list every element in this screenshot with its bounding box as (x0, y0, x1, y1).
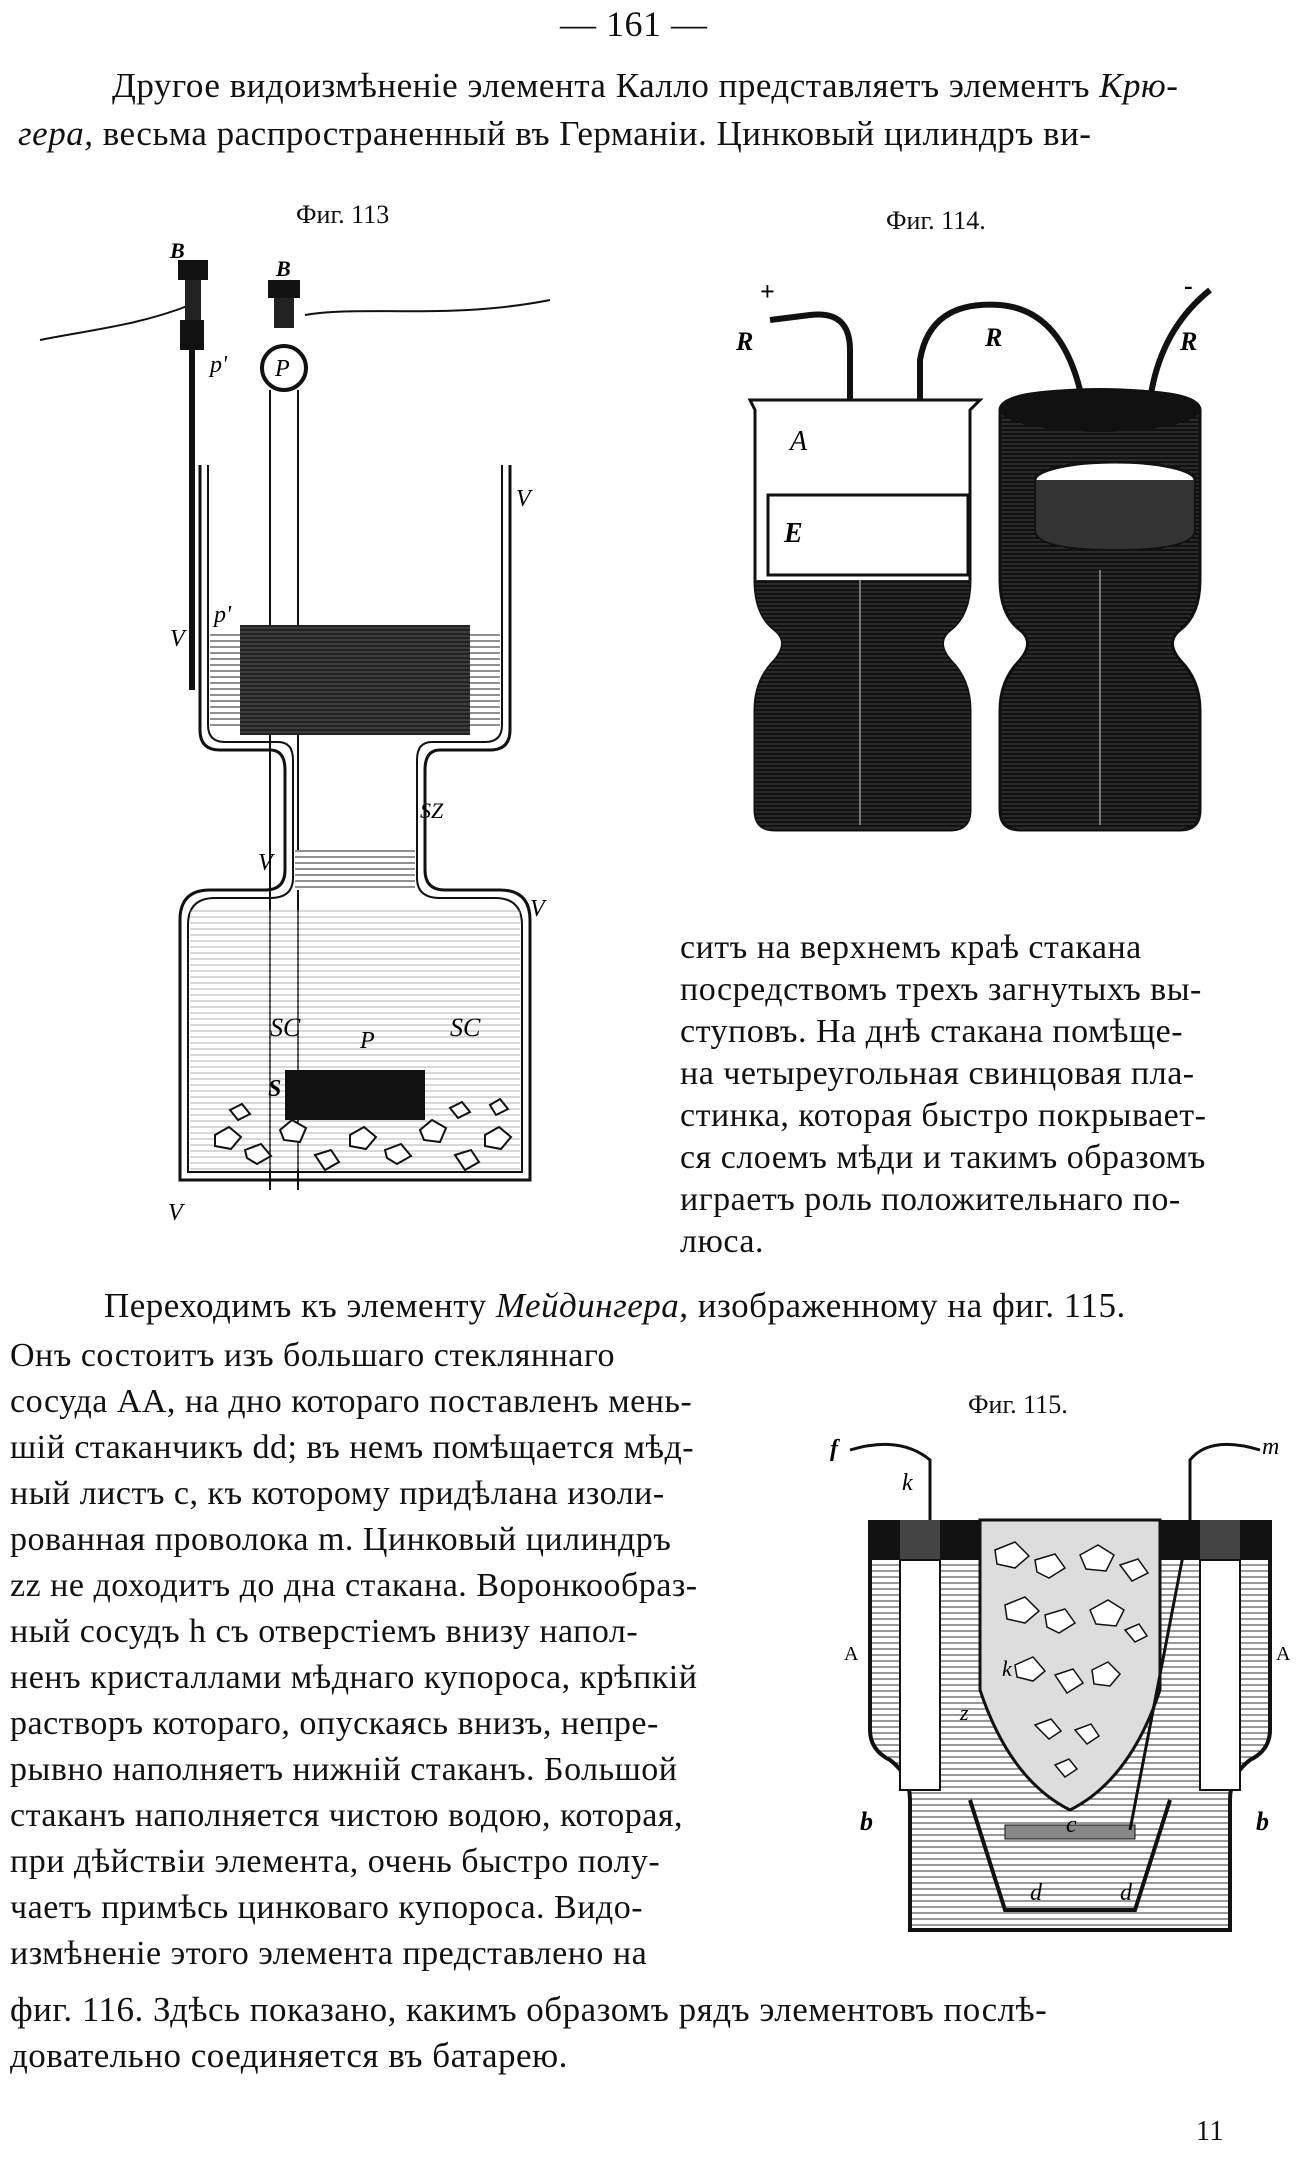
left-line-6: ный сосудъ h съ отверстіемъ внизу напол- (10, 1613, 639, 1650)
left-line-7: ненъ кристаллами мѣднаго купороса, крѣпк… (10, 1659, 698, 1696)
left-line-12: чаетъ примѣсь цинковаго купороса. Видо- (10, 1889, 644, 1926)
fig113-label-v4: V (530, 896, 547, 922)
fig113-label-v5: V (168, 1200, 185, 1226)
side-line-7: люса. (680, 1223, 764, 1260)
p-circle (260, 344, 308, 392)
left-line-11: при дѣйствіи элемента, очень быстро полу… (10, 1843, 661, 1880)
fig115-label-k1: k (902, 1470, 913, 1496)
signature-mark: 11 (1196, 2116, 1224, 2147)
fig113-label-p-mid: p' (212, 602, 232, 628)
bottom-line-0: фиг. 116. Здѣсь показано, какимъ образом… (10, 1990, 1048, 2029)
fig115-label-c: c (1066, 1812, 1077, 1838)
fig113-label-sz: SZ (420, 798, 444, 823)
left-line-8: растворъ котораго, опускаясь внизъ, непр… (10, 1705, 659, 1742)
vessel-outline (178, 465, 532, 1182)
fig115-label-z: z (959, 1700, 969, 1725)
fig114-caption: Фиг. 114. (886, 206, 986, 235)
wire-b (917, 301, 1083, 420)
side-line-3: на четыреугольная свинцовая пла- (680, 1055, 1195, 1092)
left-line-10: стаканъ наполняется чистою водою, котора… (10, 1797, 684, 1834)
fig113-label-p-top: p' (208, 352, 228, 378)
fig113-label-sc2: SC (450, 1013, 481, 1042)
left-line-0: Онъ состоитъ изъ большаго стекляннаго (10, 1337, 615, 1374)
terminal-left (178, 260, 208, 280)
fig114-label-r3: R (1179, 327, 1197, 356)
fig114-label-r2: R (984, 323, 1002, 352)
fig113-label-v2: V (170, 626, 187, 652)
fig114-label-minus: - (1184, 271, 1193, 300)
intro-text-2: весьма распространенный въ Германіи. Цин… (93, 114, 1092, 153)
fig113-label-p-low: P (359, 1028, 375, 1054)
fig115-label-k2: k (1002, 1656, 1013, 1681)
meidinger-line: Переходимъ къ элементу Мейдингера, изобр… (104, 1286, 1126, 1326)
intro-line-2: гера, весьма распространенный въ Германі… (18, 114, 1091, 154)
inner-glass (968, 1799, 1172, 1912)
fig115-caption: Фиг. 115. (968, 1390, 1068, 1419)
side-line-6: играетъ роль положительнаго по- (680, 1181, 1181, 1218)
side-line-5: ся слоемъ мѣди и такимъ образомъ (680, 1139, 1206, 1176)
side-line-2: ступовъ. На днѣ стакана помѣще- (680, 1013, 1184, 1050)
side-line-1: посредствомъ трехъ загнутыхъ вы- (680, 971, 1202, 1008)
fig113-label-s: S (268, 1076, 281, 1102)
fig114-label-a: A (788, 426, 808, 457)
left-line-1: сосуда АА, на дно котораго поставленъ ме… (10, 1383, 693, 1420)
wire-c (1147, 287, 1212, 401)
zinc-cylinder (899, 1559, 941, 1791)
fig115-label-d2: d (1120, 1880, 1133, 1906)
intro-name-1: Крю- (1099, 66, 1179, 105)
left-line-3: ный листъ c, къ которому придѣлана изоли… (10, 1475, 665, 1512)
meidinger-text-a: Переходимъ къ элементу (104, 1286, 496, 1325)
copper-sheet (1004, 1824, 1136, 1840)
e-plate (766, 493, 970, 577)
left-line-2: шій стаканчикъ dd; въ немъ помѣщается мѣ… (10, 1429, 695, 1466)
lead-plate (285, 1070, 425, 1120)
fig115-label-b2: b (1256, 1807, 1269, 1836)
fig114-label-e: E (783, 518, 803, 549)
fig115-label-f: f (830, 1436, 840, 1462)
figure-114: + - R R R A E (735, 271, 1212, 832)
side-line-0: ситъ на верхнемъ краѣ стакана (680, 929, 1142, 966)
intro-text-1: Другое видоизмѣненіе элемента Калло пред… (112, 66, 1100, 105)
fig115-label-m: m (1262, 1434, 1279, 1460)
crystals (214, 1097, 513, 1172)
wire-a (769, 311, 853, 450)
crystals-115 (994, 1541, 1150, 1778)
fig114-label-plus: + (760, 277, 775, 306)
wire-right (304, 299, 551, 316)
funnel-h (978, 1518, 1162, 1812)
intro-name-2: гера, (18, 114, 94, 153)
meidinger-name: Мейдингера, (495, 1286, 689, 1325)
left-line-9: рывно наполняетъ нижній стаканъ. Большой (10, 1751, 678, 1788)
figure-113: B B p' P V V p' V V SZ SC P SC S V (39, 238, 551, 1226)
fig113-label-b2: B (275, 256, 291, 281)
figure-115: f m k A A k z b c b d d (830, 1434, 1290, 1932)
meidinger-text-b: изображенному на фиг. 115. (688, 1286, 1126, 1325)
fig115-label-d1: d (1030, 1880, 1043, 1906)
left-line-5: zz не доходитъ до дна стакана. Воронкооб… (10, 1567, 698, 1604)
wire-m (1188, 1442, 1261, 1530)
fig115-label-b1: b (860, 1807, 873, 1836)
fig115-label-a1: A (844, 1643, 859, 1665)
fig113-label-v3: V (258, 850, 275, 876)
fig114-label-r1: R (735, 327, 753, 356)
fig113-caption: Фиг. 113 (296, 200, 390, 229)
fig113-label-v1: V (516, 486, 533, 512)
fig113-label-p-circle: P (274, 356, 290, 382)
page-number: — 161 — (560, 4, 708, 44)
fig113-label-b1: B (169, 238, 185, 263)
zinc-block (240, 625, 470, 735)
side-line-4: стинка, которая быстро покрывает- (680, 1097, 1207, 1134)
terminal-right (268, 280, 300, 298)
wire-left (39, 304, 191, 341)
left-line-4: рованная проволока m. Цинковый цилиндръ (10, 1521, 672, 1558)
fig115-label-a2: A (1276, 1643, 1290, 1665)
wire-f (849, 1442, 932, 1530)
fig113-label-sc1: SC (270, 1013, 301, 1042)
intro-line-1: Другое видоизмѣненіе элемента Калло пред… (112, 66, 1178, 106)
left-line-13: измѣненіе этого элемента представлено на (10, 1935, 648, 1972)
bottom-line-1: довательно соединяется въ батарею. (10, 2036, 568, 2075)
